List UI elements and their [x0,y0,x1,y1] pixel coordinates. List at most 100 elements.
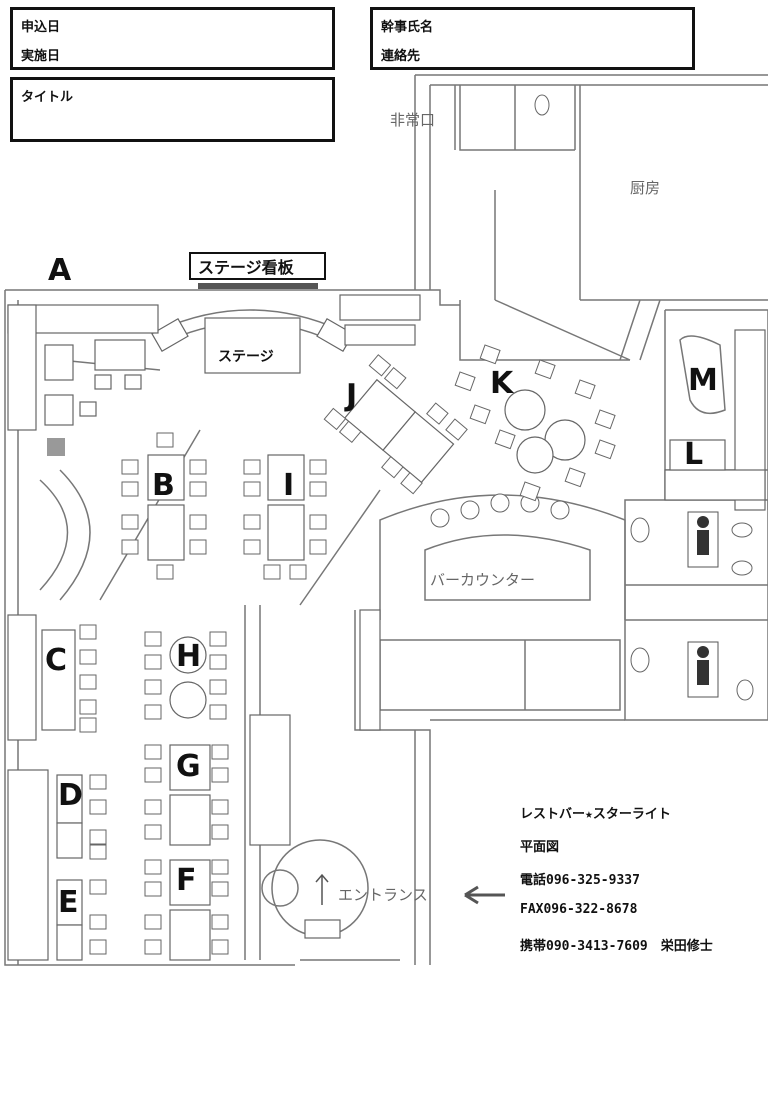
application-box: 申込日 実施日 [10,7,335,70]
chair [79,624,97,640]
chair [309,514,327,530]
area-d-label: D [58,778,83,813]
chair [89,914,107,930]
area-h-label: H [176,639,201,674]
fax-number: FAX096-322-8678 [520,902,638,917]
chair [121,459,139,475]
organizer-name-label: 幹事氏名 [381,20,434,35]
chair [144,704,162,720]
chair [121,514,139,530]
restroom-icon [697,646,709,658]
stage-area [151,283,354,374]
chair [144,799,162,815]
round-table [504,389,546,431]
chair [156,432,174,448]
chair [479,344,501,365]
table [147,504,185,561]
chair [309,481,327,497]
chair [156,564,174,580]
chair [381,455,404,479]
area-g-label: G [176,749,201,784]
mobile-contact: 携帯090-3413-7609 栄田修士 [520,939,713,954]
round-table [169,681,207,719]
chair [323,407,347,431]
chair [338,420,362,444]
walls [4,74,768,966]
stage-sign-bar [198,283,318,289]
bench [344,324,416,346]
kitchen-label: 厨房 [630,179,660,197]
chair [189,514,207,530]
chair [89,939,107,955]
chair [211,939,229,955]
chair [454,371,476,392]
chair [211,799,229,815]
stage-sign-box [189,252,326,280]
chair [211,744,229,760]
chair [534,359,556,380]
table [56,879,83,926]
up-arrow-icon [315,873,329,905]
document-type: 平面図 [520,840,560,855]
chair [79,674,97,690]
bench [339,294,421,321]
round-table [169,636,207,674]
event-date-label: 実施日 [21,49,61,64]
table [169,909,211,961]
chair [79,699,97,715]
chair [211,767,229,783]
chair [564,467,586,488]
chair [144,914,162,930]
restroom-icon [697,516,709,528]
chair [209,679,227,695]
table [169,744,211,791]
table [56,774,83,824]
table [41,629,76,731]
bench [664,469,766,501]
chair [79,649,97,665]
chair [309,539,327,555]
chair [189,459,207,475]
chair [426,402,449,425]
bar-counter [379,493,626,620]
table-groups [41,294,766,961]
area-l-label: L [684,437,703,472]
bench [249,714,291,846]
bar-counter-label: バーカウンター [430,571,535,589]
chair [144,744,162,760]
chair [574,379,596,400]
area-labels: A B C D E F G H I J K L M [45,253,718,920]
chair [89,879,107,895]
chair [243,539,261,555]
entrance-arrow-icon [464,885,505,905]
chair [211,859,229,875]
chair [144,881,162,897]
title-box: タイトル [10,77,335,142]
organizer-box: 幹事氏名 連絡先 [370,7,695,70]
chair [189,539,207,555]
title-label: タイトル [21,90,74,105]
area-m-label: M [688,363,718,398]
area-c-label: C [45,643,67,678]
table [267,454,305,501]
table [267,504,305,561]
table [169,794,211,846]
area-b-label: B [152,468,175,503]
emergency-exit-label: 非常口 [390,111,435,129]
table [56,822,83,859]
bench [359,609,381,731]
chair [594,439,616,460]
chair [89,844,107,860]
chair [263,564,281,580]
chair [79,717,97,733]
chair [144,859,162,875]
contact-label: 連絡先 [381,49,421,64]
stage-label: ステージ [218,349,274,365]
chair [144,767,162,783]
chair [211,824,229,840]
chair [594,409,616,430]
chair [289,564,307,580]
entrance-label: エントランス [338,886,428,904]
chair [89,829,107,845]
application-date-label: 申込日 [21,20,61,35]
